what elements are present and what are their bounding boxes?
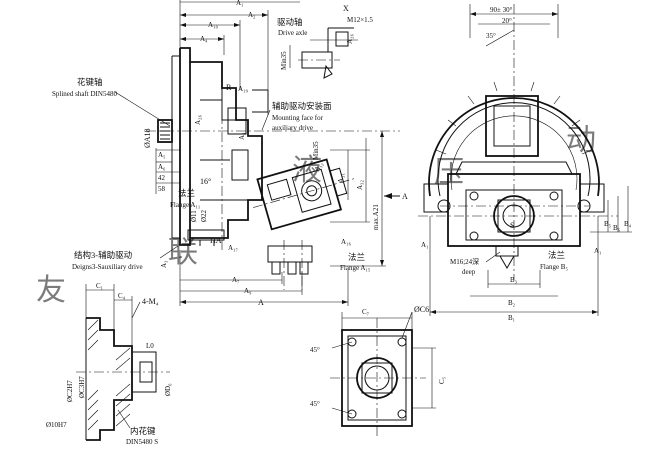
dim-max-a21: max.A21 [372, 204, 380, 230]
dim-b5: B₅ [604, 220, 612, 228]
dim-a9: A₉ [244, 287, 252, 295]
drive-axle-detail [289, 27, 358, 79]
dim-min35: Min35 [312, 141, 320, 160]
drive-axle-cn: 驱动轴 [277, 17, 303, 27]
dim-b1: B₁ [508, 314, 515, 322]
dim-a31: A₃₁ [337, 173, 345, 183]
inner-spline-cn: 内花键 [130, 426, 156, 436]
splined-shaft-leader [114, 91, 171, 127]
dim-b3: B₃ [510, 276, 518, 284]
label-r: R [226, 83, 232, 92]
left-dimension-lines [155, 148, 180, 194]
flange-b5-cn: 法兰 [548, 250, 565, 260]
front-bottom-dims [429, 216, 599, 316]
section-x-label: X [343, 4, 349, 13]
dim-b2: B₂ [508, 299, 516, 307]
flange-a11-cn: 法兰 [178, 188, 195, 198]
design3-cn: 结构3-辅助驱动 [74, 250, 133, 260]
mounting-face-leader [261, 109, 271, 131]
angle-45-top: 45° [310, 346, 320, 354]
dim-c1: C₁ [96, 282, 103, 290]
dim-a2: A₂ [248, 11, 256, 19]
section-arrow-a [384, 193, 400, 199]
dim-c3h7: ØC3H7 [78, 376, 86, 398]
watermark-char-2: 联 [168, 236, 198, 269]
dim-a4: A₄ [200, 35, 208, 43]
label-ha: HA [210, 236, 222, 245]
dim-a18: ØA18 [143, 128, 152, 148]
dim-a-total: A [258, 298, 264, 307]
dim-a17: A₁₇ [228, 244, 238, 252]
flange-detail [330, 311, 436, 436]
watermark-char-5: 动 [566, 124, 596, 157]
dim-a7: A₇ [232, 276, 240, 284]
bottom-dimension-lines [179, 250, 349, 306]
mounting-face-cn: 辅助驱动安装面 [272, 101, 332, 111]
thread-4-m4: 4-M₄ [142, 297, 159, 306]
dim-min35-top: Min35 [280, 51, 288, 70]
front-a1-left: A₁ [421, 241, 429, 249]
main-side-view [146, 47, 400, 290]
dim-b6: B₆ [613, 224, 621, 232]
dim-d6: ØD₆ [164, 383, 172, 396]
flange-b5-en: Flange B₅ [540, 263, 568, 271]
dim-a10: A₁₀ [208, 21, 218, 29]
dim-a6: A₆ [158, 163, 166, 171]
dim-l0: L0 [146, 342, 154, 350]
flange-a15-en: Flange A₁₅ [340, 264, 371, 272]
front-label-s: S [510, 221, 514, 230]
dim-b4: B₄ [624, 220, 632, 228]
angle-45-bottom: 45° [310, 400, 320, 408]
dim-c7: C₇ [362, 308, 370, 316]
flange-a15-cn: 法兰 [348, 252, 365, 262]
angle-20: 20° [502, 17, 512, 25]
flange-a11-en: Flange A₁₁ [170, 201, 200, 209]
dim-a1-top: A₁ [236, 0, 244, 7]
dim-a16: A₁₆ [341, 238, 351, 246]
design3-leader [159, 245, 179, 259]
splined-shaft-en: Splined shaft DIN5480 [52, 90, 117, 98]
splined-shaft-cn: 花键轴 [77, 77, 103, 87]
top-angle-dims [469, 4, 559, 47]
dim-c4: C₄ [118, 292, 126, 300]
front-view [418, 4, 618, 280]
angle-35: 35° [486, 32, 496, 40]
dim-42: 42 [158, 174, 166, 182]
dim-d11: Ø11 [190, 210, 198, 222]
design3-en: Deigns3-Sauxiliary drive [72, 263, 143, 271]
dim-c5: C₅ [438, 376, 446, 384]
dim-58: 58 [158, 185, 166, 193]
m16-leader [485, 251, 501, 263]
dim-a3-left: A₃ [238, 132, 246, 140]
top-dimension-lines [179, 0, 300, 115]
dim-a19: A₁₉ [238, 85, 248, 93]
mounting-face-en2: auxiliary drive [272, 124, 313, 132]
front-right-dims [590, 186, 632, 233]
dim-c2h7: ØC2H7 [66, 380, 74, 402]
watermark-char-1: 友 [36, 274, 66, 307]
thread-m16: M16;24深 [450, 257, 479, 266]
mounting-face-en1: Mounting face for [272, 114, 324, 122]
dim-c6: ØC6 [414, 305, 429, 314]
dim-a5: A₅ [158, 151, 166, 159]
inner-spline-leader [117, 409, 131, 429]
thread-m12: M12×1.5 [347, 16, 373, 24]
section-label-a: A [402, 192, 408, 201]
inner-spline-en: DIN5480 S [126, 438, 158, 446]
dim-d22: Ø22 [200, 209, 208, 222]
dim-a3-bottom: A₃ [160, 260, 168, 268]
dim-a32: A₃₂ [356, 180, 364, 190]
angle-16: 16° [200, 177, 211, 186]
dim-d10h7: Ø10H7 [46, 421, 67, 429]
thread-deep: deep [462, 268, 476, 276]
right-vertical-dims [330, 131, 386, 267]
dim-a26-top: A₂₆ [346, 34, 354, 44]
dim-a26: A₂₆ [194, 115, 202, 125]
drive-axle-en: Drive axle [278, 29, 307, 37]
angle-90-30: 90± 30° [490, 6, 513, 14]
spline-section-detail [76, 284, 170, 441]
